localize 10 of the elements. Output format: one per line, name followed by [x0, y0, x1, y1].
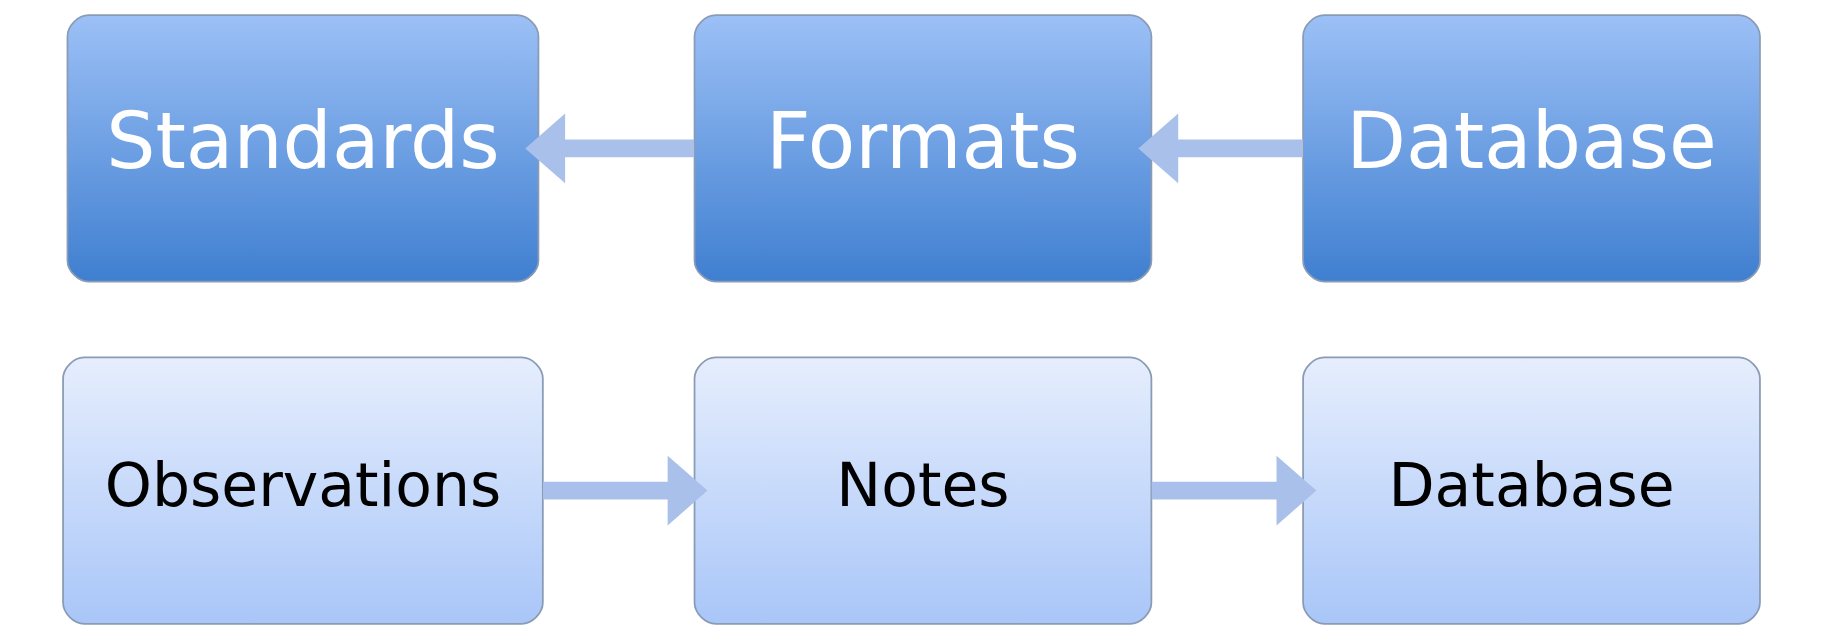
node-box: Formats: [693, 14, 1152, 283]
node-box: Standards: [66, 14, 539, 283]
arrow: [542, 455, 707, 526]
node-box: Database: [1301, 356, 1761, 625]
arrow: [524, 113, 694, 184]
node-box: Database: [1301, 14, 1761, 283]
node-box: Observations: [61, 356, 544, 625]
node-box: Notes: [693, 356, 1152, 625]
arrow: [1151, 455, 1316, 526]
arrow: [1137, 113, 1303, 184]
